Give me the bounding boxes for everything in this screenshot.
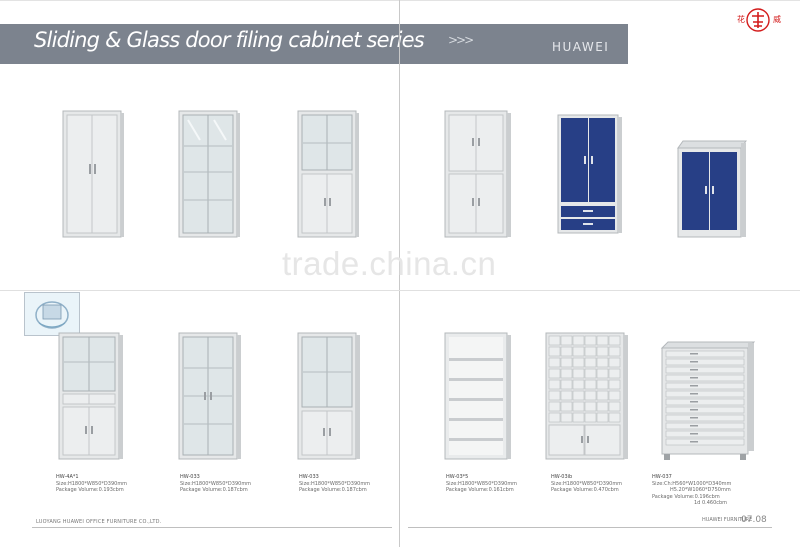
cabinet-flat-file-drawers (660, 341, 756, 460)
product-size: Size:H1800*W850*D390mm (299, 480, 371, 487)
footer-line-right (408, 527, 772, 528)
cabinet-sliding-door (62, 110, 124, 238)
header-banner (0, 24, 628, 64)
page-number: 07.08 (741, 515, 767, 525)
product-code: HW-033 (180, 474, 200, 480)
product-caption: HW-03*5 Size:H1800*W850*D390mm Package V… (446, 474, 517, 494)
product-size: Size:Ch:H560*W1000*D340mm (652, 480, 732, 487)
product-code: HW-4A*1 (56, 474, 79, 480)
footer-company: LUOYANG HUAWEI OFFICE FURNITURE CO.,LTD. (36, 519, 162, 525)
thumbnail-image (24, 292, 80, 336)
row-divider (0, 290, 800, 291)
cabinet-glass-drawer-door (58, 332, 123, 460)
cabinet-four-door (444, 110, 511, 238)
cabinet-full-glass-door (178, 332, 241, 460)
company-logo (746, 8, 770, 32)
logo-character-right: 威 (773, 15, 781, 24)
page-title: Sliding & Glass door filing cabinet seri… (34, 28, 425, 52)
product-volume: Package Volume:0.196cbm (652, 493, 720, 500)
brand-name: HUAWEI (552, 40, 610, 54)
page-divider (399, 0, 400, 547)
product-size: Size:H1800*W850*D390mm (446, 480, 518, 487)
cabinet-glass-upper-sliding-lower (297, 110, 359, 238)
product-caption: HW-4A*1 Size:H1800*W850*D390mm Package V… (56, 474, 127, 494)
watermark: trade.china.cn (282, 245, 497, 282)
product-volume: Package Volume:0.187cbm (299, 487, 367, 493)
cabinet-multi-drawer (545, 332, 628, 460)
product-volume: Package Volume:0.193cbm (56, 487, 124, 493)
product-code: HW-03ib (551, 474, 573, 480)
product-size: Size:H1800*W850*D390mm (56, 480, 128, 487)
product-caption: HW-037 Size:Ch:H560*W1000*D340mm H5.20*W… (652, 474, 731, 507)
cabinet-open-shelf (444, 332, 511, 460)
cabinet-blue-low-door (677, 140, 747, 238)
product-volume: Package Volume:0.187cbm (180, 487, 248, 493)
product-volume: Package Volume:0.470cbm (551, 487, 619, 493)
product-size: Size:H1800*W850*D390mm (551, 480, 623, 487)
product-volume: Package Volume:0.161cbm (446, 487, 514, 493)
chevron-right-icon: >>> (448, 33, 474, 47)
product-caption: HW-033 Size:H1800*W850*D390mm Package Vo… (299, 474, 370, 494)
footer-brand: HUAWEI FURNITURE (702, 517, 753, 523)
logo-character-left: 花 (737, 15, 745, 24)
product-volume-alt: 1d 0.460cbm (694, 500, 728, 506)
product-caption: HW-033 Size:H1800*W850*D390mm Package Vo… (180, 474, 251, 494)
product-code: HW-037 (652, 474, 672, 480)
product-caption: HW-03ib Size:H1800*W850*D390mm Package V… (551, 474, 622, 494)
product-size-alt: H5.20*W1060*D750mm (670, 487, 731, 493)
product-code: HW-03*5 (446, 474, 469, 480)
cabinet-glass-upper-door-lower (297, 332, 360, 460)
footer-line-left (32, 527, 392, 528)
product-size: Size:H1800*W850*D390mm (180, 480, 252, 487)
product-code: HW-033 (299, 474, 319, 480)
top-edge-line (0, 0, 800, 1)
cabinet-blue-door-drawers (557, 114, 622, 234)
cabinet-glass-sliding-door (178, 110, 240, 238)
